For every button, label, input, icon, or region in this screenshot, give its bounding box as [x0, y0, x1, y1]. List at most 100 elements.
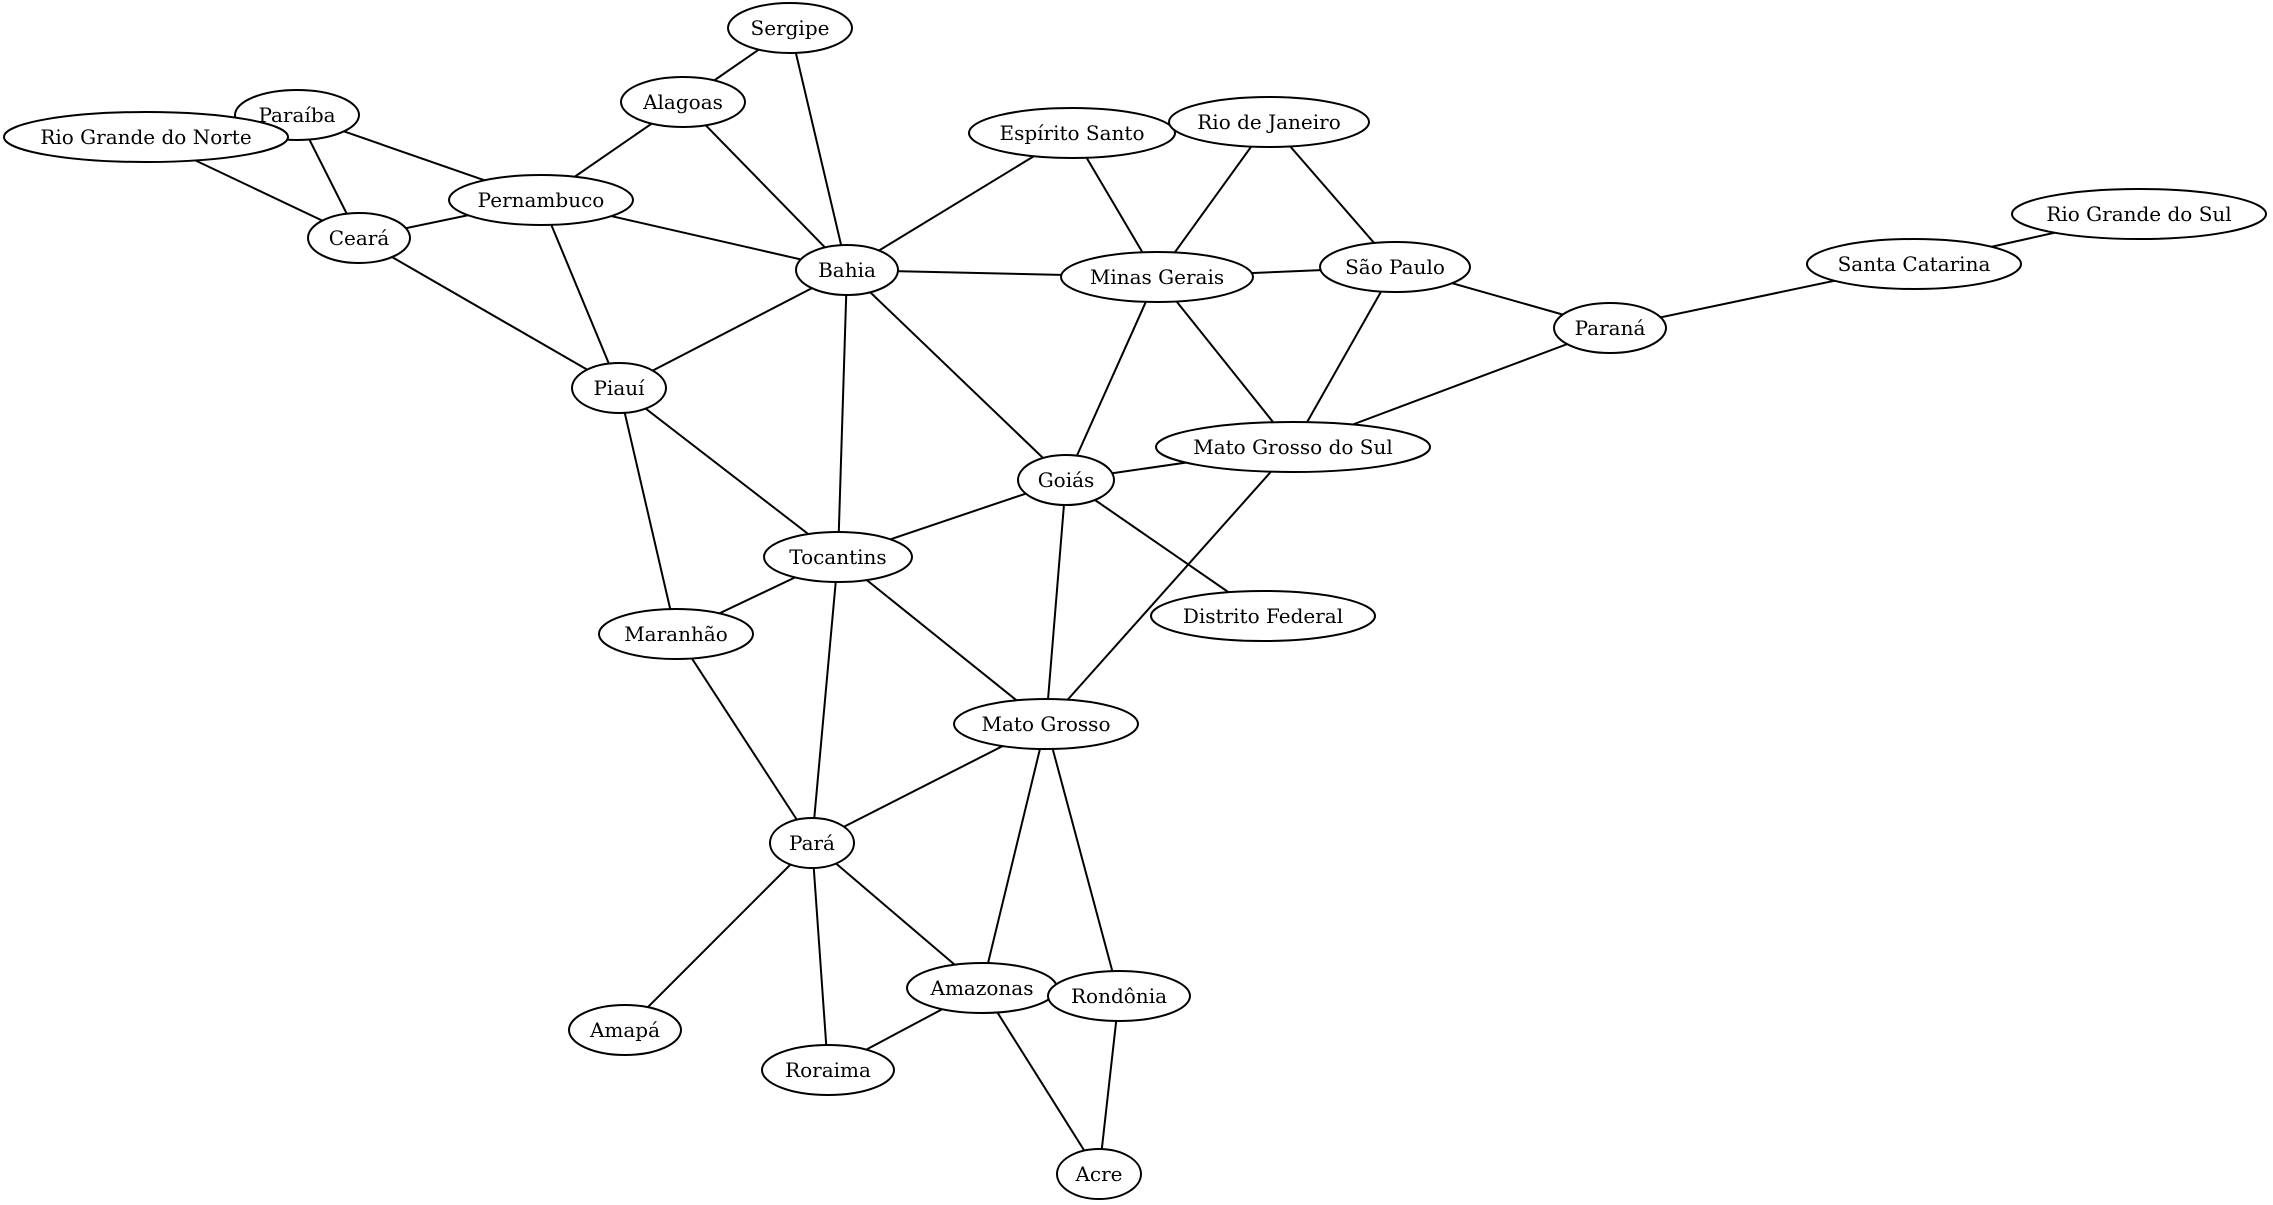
node-ellipse [568, 1004, 682, 1056]
node-label: São Paulo [1345, 255, 1445, 279]
node-ellipse [1168, 96, 1370, 148]
node-label: Amazonas [930, 976, 1034, 1000]
node-ellipse [727, 2, 853, 54]
node-para: Pará [769, 817, 855, 869]
edge-maranhao-para [675, 633, 813, 844]
node-tocantins: Tocantins [763, 531, 913, 583]
node-ellipse [620, 76, 746, 128]
edge-amazonas-acre [981, 987, 1100, 1175]
node-ceara: Ceará [307, 212, 411, 264]
node-piaui: Piauí [571, 362, 667, 414]
node-label: Maranhão [624, 622, 728, 646]
edge-piaui-tocantins [618, 387, 839, 558]
node-roraima: Roraima [761, 1044, 895, 1096]
node-label: Rio de Janeiro [1197, 110, 1341, 134]
node-label: Distrito Federal [1183, 604, 1343, 628]
node-label: Rondônia [1071, 984, 1167, 1008]
edge-tocantins-mato-grosso [837, 556, 1047, 725]
edge-minas-gerais-mato-grosso-do-sul [1156, 276, 1294, 448]
node-amazonas: Amazonas [906, 962, 1058, 1014]
node-ellipse [3, 111, 289, 163]
node-label: Paraná [1575, 316, 1646, 340]
node-ellipse [571, 362, 667, 414]
node-ellipse [968, 107, 1176, 159]
node-ellipse [598, 608, 754, 660]
node-pernambuco: Pernambuco [448, 174, 634, 226]
node-parana: Paraná [1553, 302, 1667, 354]
node-label: Mato Grosso do Sul [1193, 435, 1393, 459]
node-label: Rio Grande do Norte [40, 125, 251, 149]
node-ellipse [1017, 454, 1115, 506]
node-mato-grosso: Mato Grosso [953, 698, 1139, 750]
node-distrito-federal: Distrito Federal [1150, 590, 1376, 642]
edge-bahia-goias [846, 269, 1067, 481]
node-label: Paraíba [258, 103, 335, 127]
node-label: Espírito Santo [999, 121, 1144, 145]
node-label: Tocantins [789, 545, 886, 569]
node-ellipse [1155, 421, 1431, 473]
edge-bahia-tocantins [837, 269, 848, 558]
node-maranhao: Maranhão [598, 608, 754, 660]
node-alagoas: Alagoas [620, 76, 746, 128]
edge-goias-mato-grosso [1045, 479, 1067, 725]
edge-mato-grosso-do-sul-mato-grosso [1045, 446, 1294, 725]
node-espirito-santo: Espírito Santo [968, 107, 1176, 159]
node-ellipse [953, 698, 1139, 750]
node-label: Acre [1074, 1162, 1122, 1186]
node-bahia: Bahia [795, 244, 899, 296]
edge-mato-grosso-rondonia [1045, 723, 1120, 997]
node-label: Roraima [785, 1058, 871, 1082]
edge-sao-paulo-mato-grosso-do-sul [1292, 266, 1396, 448]
node-ellipse [2011, 188, 2267, 240]
edge-minas-gerais-goias [1065, 276, 1158, 481]
edge-alagoas-bahia [682, 101, 848, 271]
node-sao-paulo: São Paulo [1319, 241, 1471, 293]
node-ellipse [763, 531, 913, 583]
node-goias: Goiás [1017, 454, 1115, 506]
node-label: Mato Grosso [982, 712, 1111, 736]
edge-piaui-maranhao [618, 387, 677, 635]
node-label: Piauí [593, 376, 645, 400]
node-label: Pará [789, 831, 835, 855]
node-label: Minas Gerais [1090, 265, 1224, 289]
node-label: Amapá [589, 1018, 660, 1042]
edge-tocantins-para [811, 556, 839, 844]
edge-pernambuco-piaui [540, 199, 620, 389]
node-ellipse [307, 212, 411, 264]
node-label: Bahia [818, 258, 876, 282]
node-ellipse [1150, 590, 1376, 642]
node-label: Sergipe [751, 16, 830, 40]
node-rio-grande-do-norte: Rio Grande do Norte [3, 111, 289, 163]
node-acre: Acre [1056, 1148, 1142, 1200]
edge-sergipe-bahia [789, 27, 848, 271]
node-ellipse [1060, 251, 1254, 303]
node-label: Ceará [329, 226, 390, 250]
node-ellipse [1553, 302, 1667, 354]
node-mato-grosso-do-sul: Mato Grosso do Sul [1155, 421, 1431, 473]
node-label: Alagoas [642, 90, 723, 114]
node-label: Rio Grande do Sul [2046, 202, 2231, 226]
node-ellipse [769, 817, 855, 869]
node-rio-grande-do-sul: Rio Grande do Sul [2011, 188, 2267, 240]
edge-ceara-piaui [358, 237, 620, 389]
node-label: Santa Catarina [1838, 252, 1991, 276]
node-minas-gerais: Minas Gerais [1060, 251, 1254, 303]
node-amapa: Amapá [568, 1004, 682, 1056]
edge-para-amapa [624, 842, 813, 1031]
edge-bahia-piaui [618, 269, 848, 389]
node-ellipse [448, 174, 634, 226]
node-ellipse [1806, 238, 2022, 290]
node-ellipse [795, 244, 899, 296]
node-ellipse [1319, 241, 1471, 293]
edge-para-roraima [811, 842, 829, 1071]
node-label: Goiás [1038, 468, 1095, 492]
node-sergipe: Sergipe [727, 2, 853, 54]
edge-mato-grosso-amazonas [981, 723, 1047, 989]
edge-rio-de-janeiro-minas-gerais [1156, 121, 1270, 278]
node-ellipse [1056, 1148, 1142, 1200]
node-santa-catarina: Santa Catarina [1806, 238, 2022, 290]
node-rio-de-janeiro: Rio de Janeiro [1168, 96, 1370, 148]
node-ellipse [1047, 970, 1191, 1022]
node-label: Pernambuco [478, 188, 605, 212]
